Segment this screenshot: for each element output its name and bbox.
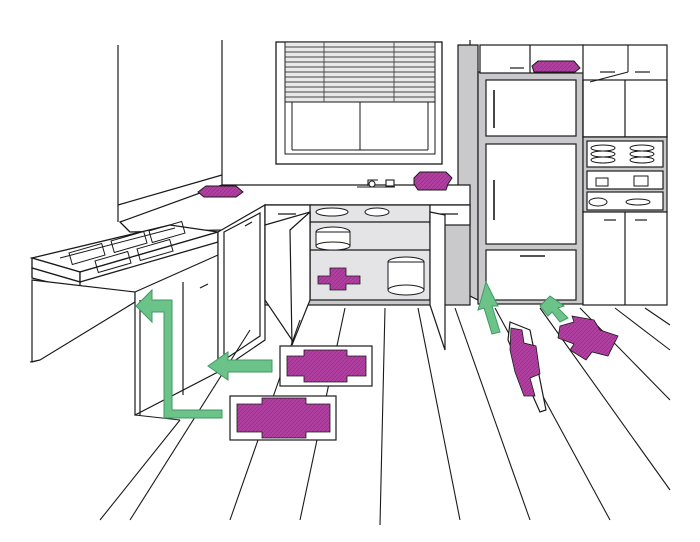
arrow-left-mid-icon bbox=[207, 351, 273, 381]
arrow-left-upper-icon bbox=[135, 288, 223, 419]
mat-front bbox=[229, 395, 337, 441]
arrow-up-right-icon bbox=[539, 295, 569, 323]
right-cabinets bbox=[582, 44, 668, 306]
window bbox=[275, 41, 443, 165]
folded-towel-counter bbox=[197, 185, 244, 198]
direction-arrows bbox=[135, 280, 569, 419]
stove bbox=[29, 220, 219, 291]
open-sink-cabinet bbox=[264, 204, 471, 351]
refrigerator bbox=[477, 71, 584, 305]
faucet bbox=[357, 179, 395, 188]
floor-mats bbox=[229, 315, 619, 441]
wall-hanger bbox=[589, 45, 629, 83]
mat-right bbox=[557, 315, 619, 361]
plates-stack bbox=[588, 144, 655, 207]
window-blinds bbox=[284, 41, 436, 103]
cabinet-contents bbox=[315, 207, 425, 296]
mat-center bbox=[279, 345, 373, 387]
folded-towel-top bbox=[531, 60, 581, 73]
mat-tilted bbox=[507, 321, 547, 413]
rag-under-sink bbox=[317, 267, 361, 291]
arrow-up-fridge-icon bbox=[477, 280, 501, 335]
folded-towel-sink bbox=[413, 171, 453, 191]
left-base-cabinets bbox=[31, 203, 266, 416]
